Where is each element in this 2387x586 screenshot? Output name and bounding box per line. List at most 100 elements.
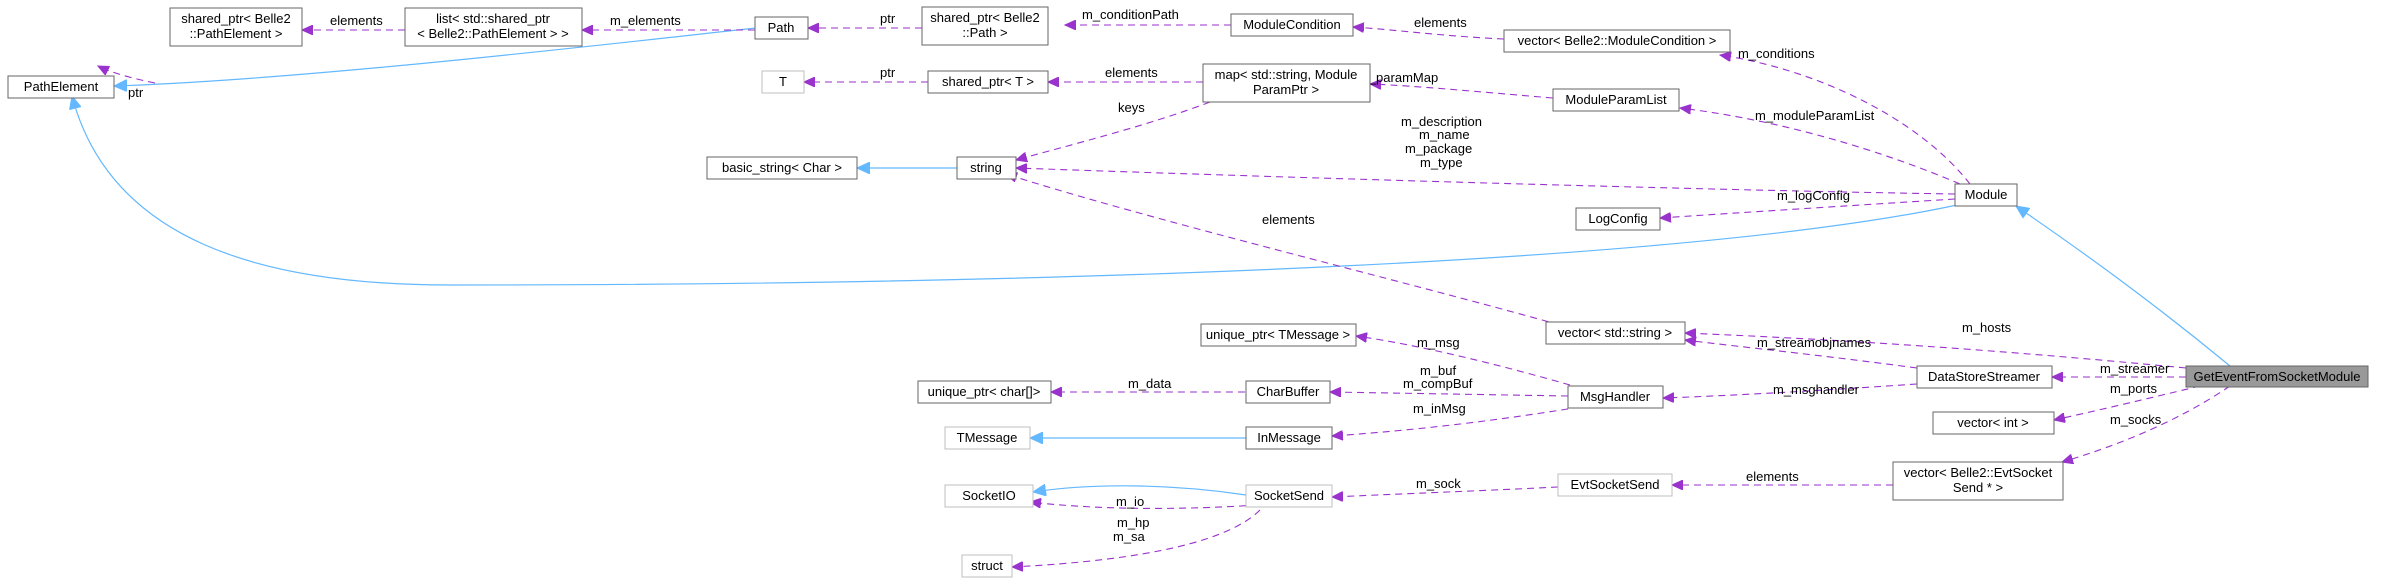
edge-label-m-ports: m_ports bbox=[2110, 381, 2157, 396]
svg-text:DataStoreStreamer: DataStoreStreamer bbox=[1928, 369, 2041, 384]
edge-m-sock: m_sock bbox=[1332, 476, 1559, 497]
svg-text:TMessage: TMessage bbox=[957, 430, 1018, 445]
node-vector-int[interactable]: vector< int > bbox=[1932, 411, 2055, 435]
svg-text:vector< int >: vector< int > bbox=[1957, 415, 2029, 430]
svg-text:shared_ptr< Belle2: shared_ptr< Belle2 bbox=[930, 10, 1040, 25]
node-data-store-streamer[interactable]: DataStoreStreamer bbox=[1916, 365, 2053, 389]
svg-text:PathElement: PathElement bbox=[24, 79, 99, 94]
edge-label-m-in-msg: m_inMsg bbox=[1413, 401, 1466, 416]
edge-label-m-streamer: m_streamer bbox=[2100, 361, 2170, 376]
node-evt-socket-send[interactable]: EvtSocketSend bbox=[1557, 473, 1673, 497]
node-module-param-list[interactable]: ModuleParamList bbox=[1552, 88, 1680, 112]
edge-label-ptr-t: ptr bbox=[880, 65, 896, 80]
edge-m-hp-m-sa: m_hp m_sa bbox=[1012, 509, 1261, 567]
node-shared-ptr-path-element[interactable]: shared_ptr< Belle2 ::PathElement > bbox=[169, 7, 303, 47]
svg-text:T: T bbox=[779, 74, 787, 89]
edge-elements-to-list: elements bbox=[302, 13, 405, 30]
node-list-shared-ptr[interactable]: list< std::shared_ptr < Belle2::PathElem… bbox=[404, 7, 583, 47]
edge-label-m-buf-comp-buf: m_buf m_compBuf bbox=[1403, 363, 1473, 391]
edge-m-log-config: m_logConfig bbox=[1660, 188, 1956, 218]
node-msg-handler[interactable]: MsgHandler bbox=[1567, 385, 1664, 409]
edge-label-m-data: m_data bbox=[1128, 376, 1172, 391]
edge-m-msg: m_msg bbox=[1356, 335, 1571, 386]
edge-label-m-condition-path: m_conditionPath bbox=[1082, 7, 1179, 22]
node-path-element[interactable]: PathElement bbox=[7, 75, 115, 99]
edge-m-elements: m_elements bbox=[582, 13, 755, 30]
edge-label-m-streamobjnames: m_streamobjnames bbox=[1757, 335, 1872, 350]
edge-label-m-elements: m_elements bbox=[610, 13, 681, 28]
node-shared-ptr-path[interactable]: shared_ptr< Belle2 ::Path > bbox=[921, 6, 1049, 46]
edge-label-m-param-map: m_paramMap bbox=[1358, 70, 1438, 85]
node-log-config[interactable]: LogConfig bbox=[1575, 207, 1661, 231]
node-shared-ptr-t[interactable]: shared_ptr< T > bbox=[927, 70, 1049, 94]
node-vector-string[interactable]: vector< std::string > bbox=[1545, 321, 1686, 345]
node-struct[interactable]: struct bbox=[961, 554, 1013, 578]
svg-text:basic_string< Char >: basic_string< Char > bbox=[722, 160, 842, 175]
svg-text:EvtSocketSend: EvtSocketSend bbox=[1571, 477, 1660, 492]
edge-m-socks: m_socks bbox=[2062, 385, 2231, 462]
edge-label-ptr: ptr bbox=[128, 85, 144, 100]
node-t[interactable]: T bbox=[761, 70, 805, 94]
edge-m-module-param-list: m_moduleParamList bbox=[1680, 108, 1961, 185]
node-socket-send[interactable]: SocketSend bbox=[1245, 484, 1333, 508]
node-unique-ptr-char[interactable]: unique_ptr< char[]> bbox=[917, 380, 1052, 404]
edge-ptr-to-path: ptr bbox=[808, 11, 922, 28]
node-tmessage[interactable]: TMessage bbox=[944, 426, 1031, 450]
svg-text:Module: Module bbox=[1965, 187, 2008, 202]
svg-text:SocketIO: SocketIO bbox=[962, 488, 1015, 503]
svg-text:ModuleCondition: ModuleCondition bbox=[1243, 17, 1341, 32]
edge-module-inherits-pathelement bbox=[72, 96, 1958, 286]
edge-label-string-members: m_description m_name m_package m_type bbox=[1401, 114, 1486, 170]
svg-text:InMessage: InMessage bbox=[1257, 430, 1321, 445]
edge-label-elements-string: elements bbox=[1262, 212, 1315, 227]
edge-m-in-msg: m_inMsg bbox=[1332, 401, 1581, 436]
edge-label-m-msghandler: m_msghandler bbox=[1773, 382, 1860, 397]
node-module[interactable]: Module bbox=[1954, 183, 2018, 207]
edge-elements-to-string: elements bbox=[1006, 174, 1561, 326]
edge-m-hosts: m_hosts bbox=[1685, 320, 2187, 369]
node-module-condition[interactable]: ModuleCondition bbox=[1230, 13, 1354, 37]
node-socket-io[interactable]: SocketIO bbox=[944, 484, 1034, 508]
svg-text:Path: Path bbox=[768, 20, 795, 35]
edge-label-m-sock: m_sock bbox=[1416, 476, 1461, 491]
edge-label-elements-map: elements bbox=[1105, 65, 1158, 80]
node-string[interactable]: string bbox=[956, 156, 1017, 180]
edge-elements-to-module-condition: elements bbox=[1353, 15, 1505, 40]
node-vector-evt-socket-send[interactable]: vector< Belle2::EvtSocket Send * > bbox=[1892, 461, 2064, 501]
svg-text:map< std::string, Module: map< std::string, Module bbox=[1215, 67, 1358, 82]
svg-text:shared_ptr< T >: shared_ptr< T > bbox=[942, 74, 1034, 89]
svg-text:LogConfig: LogConfig bbox=[1588, 211, 1647, 226]
svg-text:::Path >: ::Path > bbox=[962, 25, 1007, 40]
edge-m-streamobjnames: m_streamobjnames bbox=[1685, 335, 1918, 369]
node-get-event-from-socket-module[interactable]: GetEventFromSocketModule bbox=[2185, 365, 2369, 388]
svg-text:ModuleParamList: ModuleParamList bbox=[1565, 92, 1667, 107]
node-vector-module-condition[interactable]: vector< Belle2::ModuleCondition > bbox=[1503, 29, 1731, 53]
svg-text:Send * >: Send * > bbox=[1953, 480, 2003, 495]
edge-label-m-conditions: m_conditions bbox=[1738, 46, 1815, 61]
edge-label-elements: elements bbox=[330, 13, 383, 28]
node-in-message[interactable]: InMessage bbox=[1245, 426, 1333, 450]
node-unique-ptr-tmessage[interactable]: unique_ptr< TMessage > bbox=[1200, 323, 1357, 347]
edge-m-param-map: m_paramMap bbox=[1358, 70, 1554, 99]
node-path[interactable]: Path bbox=[754, 16, 809, 40]
edge-label-m-log-config: m_logConfig bbox=[1777, 188, 1850, 203]
edge-label-m-socks: m_socks bbox=[2110, 412, 2162, 427]
node-basic-string[interactable]: basic_string< Char > bbox=[706, 156, 858, 180]
edge-label-m-io: m_io bbox=[1116, 494, 1144, 509]
edge-label-m-hp-m-sa: m_hp m_sa bbox=[1113, 515, 1153, 544]
edge-elements-to-evtsocketsend: elements bbox=[1672, 469, 1893, 485]
edge-m-condition-path: m_conditionPath bbox=[1065, 7, 1231, 25]
edge-m-buf-comp-buf: m_buf m_compBuf bbox=[1330, 363, 1569, 396]
edge-socketsend-inherits-socketio bbox=[1033, 486, 1247, 495]
svg-text:unique_ptr< char[]>: unique_ptr< char[]> bbox=[928, 384, 1041, 399]
svg-text:MsgHandler: MsgHandler bbox=[1580, 389, 1651, 404]
node-char-buffer[interactable]: CharBuffer bbox=[1245, 380, 1331, 404]
edge-m-conditions: m_conditions bbox=[1720, 46, 1971, 185]
svg-text:ParamPtr >: ParamPtr > bbox=[1253, 82, 1319, 97]
edge-m-ports: m_ports bbox=[2054, 381, 2201, 420]
edge-ptr-to-t: ptr bbox=[804, 65, 928, 82]
edge-m-msghandler: m_msghandler bbox=[1663, 382, 1918, 398]
node-map-param[interactable]: map< std::string, Module ParamPtr > bbox=[1202, 63, 1371, 103]
edge-label-m-msg: m_msg bbox=[1417, 335, 1460, 350]
